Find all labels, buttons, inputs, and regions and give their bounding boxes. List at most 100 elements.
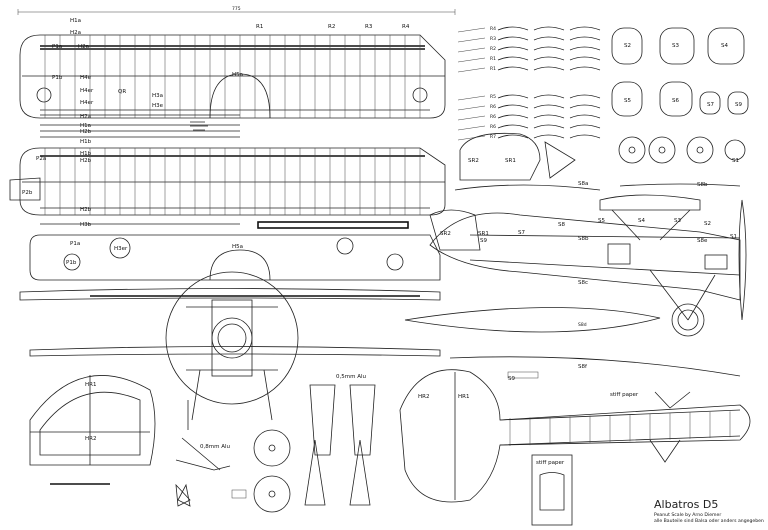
wing-rib-part	[497, 66, 529, 71]
wing-rib-part	[497, 56, 529, 61]
label-hr1-top: HR1	[458, 394, 469, 400]
label-s8-fus: S8	[558, 222, 565, 228]
label-p1a: P1a	[52, 44, 62, 50]
label-h3a: H3a	[152, 93, 163, 99]
label-s3: S3	[672, 43, 679, 49]
wing-front-view	[19, 288, 441, 357]
label-h2a: H2a	[70, 30, 81, 36]
wing-rib-part	[533, 124, 565, 129]
label-s5-fus: S5	[598, 218, 605, 224]
plan-title: Albatros D5	[654, 498, 718, 511]
plan-note: alle Bauteile sind Balsa oder anders ang…	[654, 518, 764, 524]
wing-rib-part	[569, 46, 601, 51]
label-stiff-paper: stiff paper	[610, 392, 639, 398]
label-s8c: S8c	[578, 280, 588, 286]
rib-stack-strip	[457, 47, 486, 53]
label-hr2-top: HR2	[418, 394, 429, 400]
label-sr1: SR1	[505, 158, 516, 164]
label-h2a-2: H2a	[78, 44, 89, 50]
label-s9-fus: S9	[480, 238, 487, 244]
label-s8e: S8e	[697, 238, 708, 244]
label-hr2-left: HR2	[85, 436, 96, 442]
wing-rib-part	[497, 124, 529, 129]
label-s6: S6	[672, 98, 679, 104]
rib-stack-label: R4	[490, 26, 496, 32]
rib-stack-label: R7	[490, 134, 496, 140]
stabiliser-strips: S8d S8f	[404, 307, 741, 377]
label-p2a: P2a	[36, 156, 46, 162]
rib-stack-label: R6	[490, 124, 496, 130]
wing-rib-part	[569, 134, 601, 139]
label-stiff-paper-2: stiff paper	[536, 460, 565, 466]
label-sr2: SR2	[468, 158, 479, 164]
wheel-parts: 0,8mm Alu	[175, 400, 291, 513]
label-s9: S9	[735, 102, 742, 108]
wing-rib-part	[497, 114, 529, 119]
wing-rib-part	[569, 66, 601, 71]
label-alu-08: 0,8mm Alu	[200, 444, 230, 450]
label-sr1-fus: SR1	[478, 231, 489, 237]
fuselage-side-view: SR2 SR1 S9 S7 S8 S5 S4 S3 S2 S1 S8b S8c …	[429, 194, 747, 337]
label-r2: R2	[328, 24, 335, 30]
label-h2b: H2b	[80, 158, 92, 164]
wing-rib-part	[533, 66, 565, 71]
label-s2: S2	[624, 43, 631, 49]
fuselage-top-view: HR2 HR1 stiff paper S9	[399, 369, 751, 503]
bulkhead-parts: S2 S3 S4 S5 S6 S7 S9 S1	[611, 27, 749, 164]
wing-rib-part	[569, 94, 601, 99]
rib-stack-label: R6	[490, 104, 496, 110]
rib-stack-label: R6	[490, 114, 496, 120]
label-alu-05: 0,5mm Alu	[336, 374, 366, 380]
rib-stack-label: R1	[490, 56, 496, 62]
wing-rib-part	[533, 36, 565, 41]
label-s2-fus: S2	[704, 221, 711, 227]
label-p1b-center: P1b	[66, 260, 77, 266]
stiff-paper-part: stiff paper	[531, 454, 573, 526]
span-dimension-label: 775	[232, 6, 241, 12]
label-sp: S9	[508, 376, 515, 382]
plan-subtitle: Peanut Scale by Arno Diemer	[654, 512, 721, 518]
upper-wing-plan: H1a H2a H2a P1a P1b H4e H4er H4er QR H3a…	[19, 18, 446, 119]
label-r4: R4	[402, 24, 410, 30]
label-h3e: H3e	[152, 103, 164, 109]
wing-rib-part	[533, 26, 565, 31]
label-s1: S1	[732, 158, 739, 164]
lower-wing-plan: H1b H2b H2b H3b P2a P2b	[9, 147, 446, 229]
wing-rib-part	[497, 46, 529, 51]
label-s1-fus: S1	[730, 234, 737, 240]
label-r3: R3	[365, 24, 373, 30]
wing-rib-part	[533, 94, 565, 99]
label-s8b: S8b	[578, 236, 589, 242]
rib-stack-strip	[457, 115, 486, 121]
label-p1a-center: P1a	[70, 241, 80, 247]
wing-rib-part	[533, 46, 565, 51]
label-s7: S7	[707, 102, 714, 108]
label-s5: S5	[624, 98, 631, 104]
wing-rib-part	[569, 104, 601, 109]
wing-rib-part	[569, 56, 601, 61]
label-h3er-center: H3er	[114, 246, 128, 252]
rib-stack-label: R5	[490, 94, 496, 100]
wing-rib-part	[497, 104, 529, 109]
rib-stack-strip	[457, 37, 486, 43]
label-h4e: H4e	[80, 75, 92, 81]
label-s8d: S8d	[578, 322, 587, 328]
rib-stack-strip	[457, 27, 486, 33]
wing-rib-part	[497, 36, 529, 41]
label-h3b: H3b	[80, 222, 92, 228]
label-h5a: H5a	[232, 72, 243, 78]
label-sr2-fus: SR2	[440, 231, 451, 237]
label-p1b: P1b	[52, 75, 63, 81]
wing-rib-part	[533, 104, 565, 109]
label-r1: R1	[256, 24, 263, 30]
label-s8f: S8f	[578, 364, 588, 370]
rudder-parts-left: HR1 HR2	[29, 375, 156, 485]
label-h2a-strip: H2a	[80, 114, 91, 120]
label-h2b-strip: H2b	[80, 129, 92, 135]
wing-rib-part	[533, 134, 565, 139]
label-h1b: H1b	[80, 151, 92, 157]
label-p2b: P2b	[22, 190, 33, 196]
label-h1a-strip: H1a	[80, 123, 91, 129]
label-s8b: S8b	[697, 182, 708, 188]
